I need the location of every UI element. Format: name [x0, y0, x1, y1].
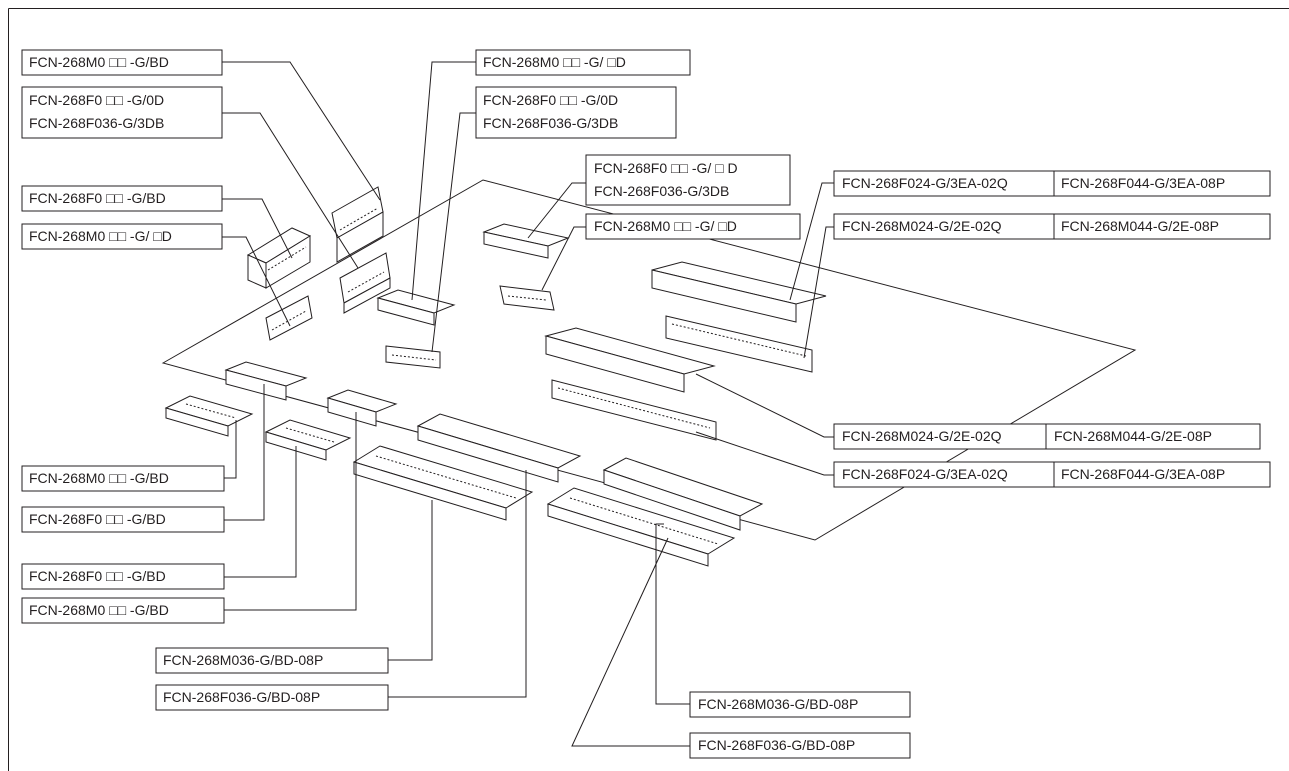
- svg-text:FCN-268F0 □□ -G/0D: FCN-268F0 □□ -G/0D: [483, 92, 618, 108]
- label-l03: FCN-268F0 □□ -G/BD: [21, 185, 223, 212]
- label-l08: FCN-268M0 □□ -G/ □D: [585, 213, 801, 240]
- label-l02: FCN-268F0 □□ -G/0D FCN-268F036-G/3DB: [21, 86, 223, 139]
- label-l04: FCN-268M0 □□ -G/ □D: [21, 223, 223, 250]
- leader-l18: [388, 470, 527, 698]
- svg-text:FCN-268M0 □□ -G/ □D: FCN-268M0 □□ -G/ □D: [594, 218, 737, 234]
- leader-l08: [541, 226, 586, 291]
- connector-right-long-female-bd-08p: [602, 457, 764, 531]
- connector-mid-female-long: [544, 327, 716, 393]
- leader-l20: [571, 537, 690, 747]
- svg-text:FCN-268F044-G/3EA-08P: FCN-268F044-G/3EA-08P: [1061, 466, 1225, 482]
- leader-l09: [789, 182, 834, 301]
- label-l13: FCN-268M0 □□ -G/BD: [21, 465, 225, 492]
- leader-l03: [222, 198, 293, 259]
- leader-l13: [224, 420, 237, 479]
- leader-l01: [222, 61, 381, 201]
- svg-text:FCN-268M024-G/2E-02Q: FCN-268M024-G/2E-02Q: [842, 218, 1002, 234]
- svg-text:FCN-268F024-G/3EA-02Q: FCN-268F024-G/3EA-02Q: [842, 466, 1008, 482]
- connector-long-female-bd-08p: [416, 413, 582, 483]
- svg-text:FCN-268F0 □□ -G/0D: FCN-268F0 □□ -G/0D: [29, 92, 164, 108]
- svg-text:FCN-268F0 □□ -G/BD: FCN-268F0 □□ -G/BD: [29, 190, 166, 206]
- label-l17: FCN-268M036-G/BD-08P: [155, 647, 389, 674]
- svg-text:FCN-268F036-G/BD-08P: FCN-268F036-G/BD-08P: [698, 737, 855, 753]
- leader-l17: [388, 500, 433, 661]
- svg-text:FCN-268F0 □□ -G/ □ D: FCN-268F0 □□ -G/ □ D: [594, 160, 738, 176]
- label-l20: FCN-268F036-G/BD-08P: [689, 732, 911, 759]
- svg-text:FCN-268M024-G/2E-02Q: FCN-268M024-G/2E-02Q: [842, 428, 1002, 444]
- leader-l05: [411, 61, 476, 301]
- svg-text:FCN-268F0 □□ -G/BD: FCN-268F0 □□ -G/BD: [29, 511, 166, 527]
- leader-l11: [695, 373, 834, 438]
- connector-top-female-d: [482, 223, 570, 259]
- connector-long-male-bd-08p: [352, 445, 534, 521]
- label-l15: FCN-268F0 □□ -G/BD: [21, 563, 225, 590]
- leader-l19: [655, 523, 690, 705]
- svg-text:FCN-268M0 □□ -G/BD: FCN-268M0 □□ -G/BD: [29, 470, 169, 486]
- svg-text:FCN-268M0 □□ -G/BD: FCN-268M0 □□ -G/BD: [29, 54, 169, 70]
- svg-text:FCN-268M044-G/2E-08P: FCN-268M044-G/2E-08P: [1061, 218, 1219, 234]
- connector-upper-left-male: [331, 186, 384, 263]
- label-l14: FCN-268F0 □□ -G/BD: [21, 506, 225, 533]
- leader-l04: [222, 236, 291, 327]
- svg-text:FCN-268F036-G/3DB: FCN-268F036-G/3DB: [594, 183, 729, 199]
- connector-lower-left-female-bd: [224, 361, 308, 401]
- label-l05: FCN-268M0 □□ -G/ □D: [475, 49, 691, 76]
- label-l19: FCN-268M036-G/BD-08P: [689, 691, 911, 718]
- leader-l15: [224, 446, 297, 578]
- svg-text:FCN-268M0 □□ -G/ □D: FCN-268M0 □□ -G/ □D: [29, 228, 172, 244]
- leader-l07: [527, 182, 586, 239]
- connector-right-male-long: [665, 315, 813, 373]
- svg-text:FCN-268M044-G/2E-08P: FCN-268M044-G/2E-08P: [1054, 428, 1212, 444]
- svg-text:FCN-268F0 □□ -G/BD: FCN-268F0 □□ -G/BD: [29, 568, 166, 584]
- svg-text:FCN-268F044-G/3EA-08P: FCN-268F044-G/3EA-08P: [1061, 175, 1225, 191]
- connector-top-male-d: [499, 285, 555, 311]
- connector-center-female-d: [376, 289, 456, 326]
- label-l09: FCN-268F024-G/3EA-02Q FCN-268F044-G/3EA-…: [833, 170, 1271, 197]
- connector-right-female-long: [651, 261, 827, 323]
- connector-right-long-male-bd-08p: [546, 487, 736, 567]
- connector-center-female-3db: [385, 345, 441, 369]
- svg-text:FCN-268F036-G/3DB: FCN-268F036-G/3DB: [483, 115, 618, 131]
- svg-text:FCN-268F036-G/3DB: FCN-268F036-G/3DB: [29, 115, 164, 131]
- leader-l12: [695, 431, 834, 476]
- label-l06: FCN-268F0 □□ -G/0D FCN-268F036-G/3DB: [475, 86, 677, 139]
- connector-left-male-small: [265, 295, 313, 341]
- connector-lower-center-female-bd: [326, 389, 398, 427]
- connector-lower-center-male-bd: [264, 419, 352, 461]
- label-l01: FCN-268M0 □□ -G/BD: [21, 49, 223, 76]
- leader-l06: [431, 112, 476, 353]
- label-l12: FCN-268F024-G/3EA-02Q FCN-268F044-G/3EA-…: [833, 461, 1271, 488]
- svg-text:FCN-268M036-G/BD-08P: FCN-268M036-G/BD-08P: [163, 652, 323, 668]
- svg-text:FCN-268M036-G/BD-08P: FCN-268M036-G/BD-08P: [698, 696, 858, 712]
- label-l07: FCN-268F0 □□ -G/ □ D FCN-268F036-G/3DB: [585, 154, 791, 206]
- label-l11: FCN-268M024-G/2E-02Q FCN-268M044-G/2E-08…: [833, 423, 1261, 450]
- connector-center-left-female-0d: [339, 252, 391, 314]
- svg-text:FCN-268M0 □□ -G/BD: FCN-268M0 □□ -G/BD: [29, 602, 169, 618]
- leader-l10: [803, 226, 834, 359]
- leader-l14: [224, 384, 265, 521]
- connector-mid-male-long: [551, 379, 717, 441]
- leader-l16: [224, 412, 357, 611]
- label-l18: FCN-268F036-G/BD-08P: [155, 684, 389, 711]
- svg-text:FCN-268F024-G/3EA-02Q: FCN-268F024-G/3EA-02Q: [842, 175, 1008, 191]
- svg-text:FCN-268M0 □□ -G/ □D: FCN-268M0 □□ -G/ □D: [483, 54, 626, 70]
- label-l16: FCN-268M0 □□ -G/BD: [21, 597, 225, 624]
- connector-lower-left-male-bd: [164, 395, 254, 437]
- connector-upper-left-female: [246, 227, 312, 289]
- svg-text:FCN-268F036-G/BD-08P: FCN-268F036-G/BD-08P: [163, 689, 320, 705]
- leader-l02: [222, 112, 359, 269]
- label-l10: FCN-268M024-G/2E-02Q FCN-268M044-G/2E-08…: [833, 213, 1271, 240]
